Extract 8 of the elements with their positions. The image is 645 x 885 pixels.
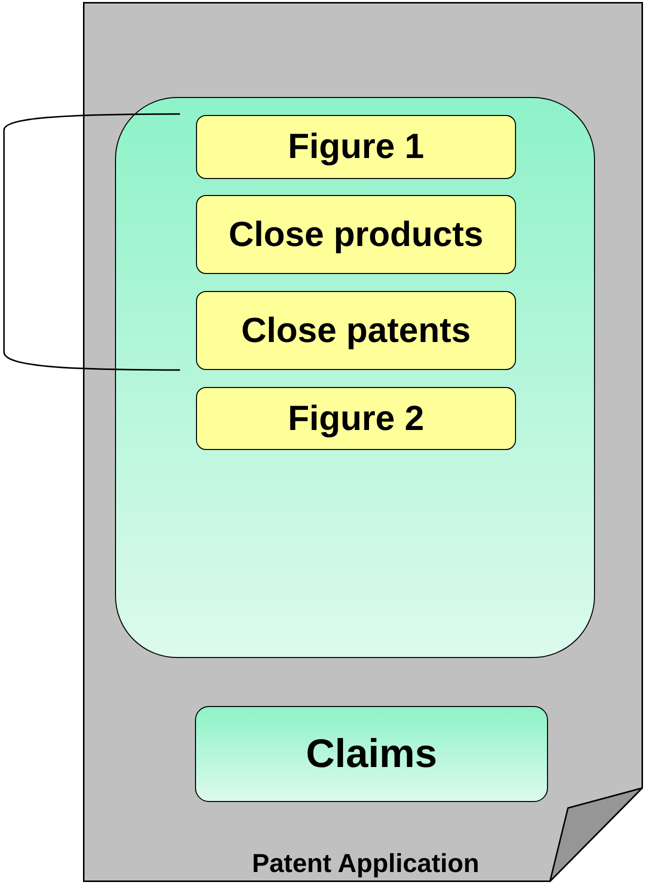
rounded-panel [115, 97, 595, 658]
document-page [83, 2, 643, 882]
section-box: Close patents [196, 291, 516, 370]
section-box: Figure 2 [196, 387, 516, 450]
claims-box: Claims [195, 706, 548, 802]
section-box: Close products [196, 195, 516, 274]
section-box: Figure 1 [196, 115, 516, 179]
document-title: Patent Application [252, 848, 480, 879]
